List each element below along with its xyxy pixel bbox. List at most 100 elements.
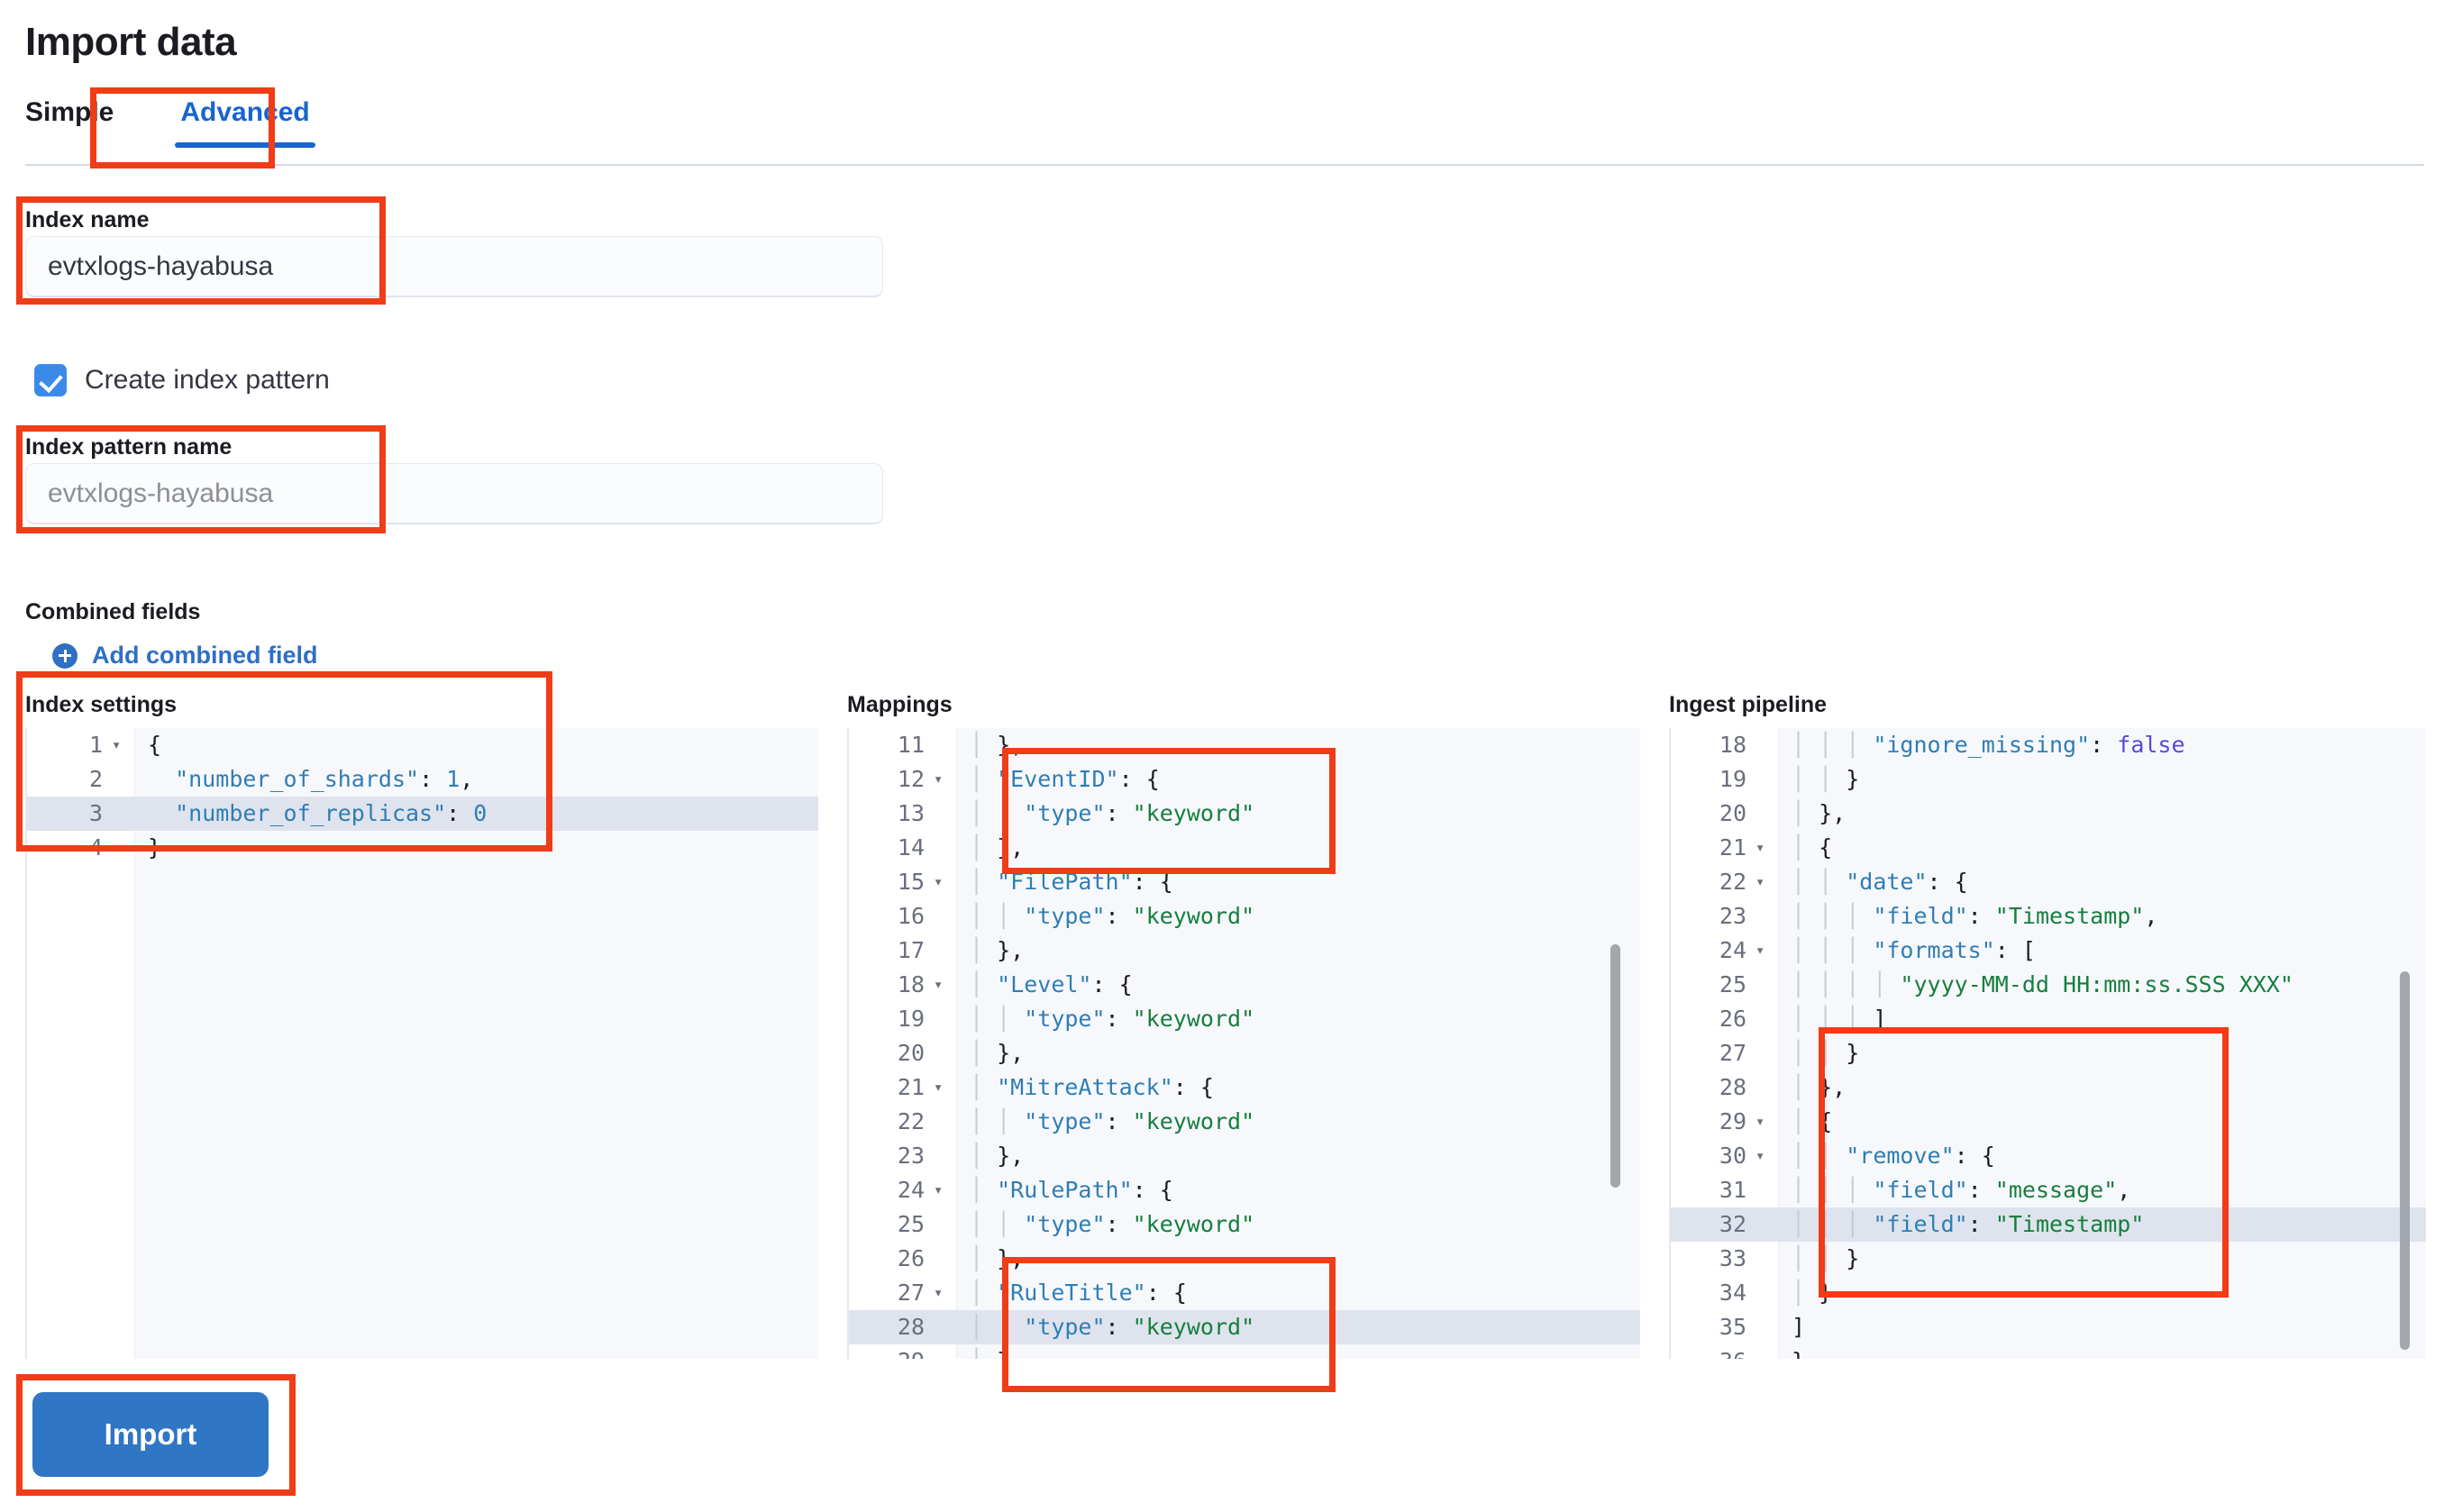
create-index-pattern-checkbox[interactable]: Create index pattern (34, 364, 330, 396)
code-line: 1▾{ (27, 728, 818, 762)
ingest-pipeline-editor[interactable]: 18│ │ │ "ignore_missing": false 19 │ │ } 20… (1669, 728, 2426, 1359)
tab-simple[interactable]: Simple (25, 97, 114, 127)
code-line: 33│ │ } (1671, 1242, 2426, 1276)
line-number: 35 (1719, 1314, 1746, 1340)
index-name-value: evtxlogs-hayabusa (48, 250, 274, 281)
code-line: 4} (27, 831, 818, 865)
fold-arrow-icon[interactable]: ▾ (934, 976, 944, 994)
code-text: "number_of_replicas": 0 (175, 800, 488, 826)
fold-arrow-icon[interactable]: ▾ (112, 736, 122, 754)
fold-arrow-icon[interactable]: ▾ (934, 1284, 944, 1302)
index-settings-editor[interactable]: 1▾{2 "number_of_shards": 1,3 "number_of_… (25, 728, 818, 1359)
code-text: │ │ "date": { (1792, 869, 1968, 895)
fold-arrow-icon[interactable]: ▾ (934, 1079, 944, 1097)
line-number: 29 (1719, 1108, 1746, 1134)
fold-arrow-icon[interactable]: ▾ (934, 770, 944, 788)
code-line: 23│ }, (849, 1139, 1640, 1173)
line-number: 4 (88, 834, 103, 861)
fold-arrow-icon[interactable]: ▾ (1755, 1113, 1765, 1131)
code-text: } (1779, 1344, 1805, 1359)
code-text: │ │ │ "field": "Timestamp" (1792, 1211, 2145, 1237)
add-combined-field-link[interactable]: Add combined field (52, 642, 318, 669)
line-number: 28 (897, 1314, 925, 1340)
import-button[interactable]: Import (32, 1392, 269, 1477)
code-text: { (148, 732, 162, 758)
line-number: 21 (1719, 834, 1746, 861)
code-line: 16│ │ "type": "keyword" (849, 899, 1640, 934)
fold-arrow-icon[interactable]: ▾ (1755, 839, 1765, 857)
line-number: 27 (897, 1280, 925, 1306)
mappings-editor[interactable]: 11│ },12▾│ "EventID": {13│ │ "type": "ke… (847, 728, 1640, 1359)
code-text: │ │ │ "ignore_missing": false (1792, 732, 2185, 758)
code-line: 34│ } (1671, 1276, 2426, 1310)
fold-arrow-icon[interactable]: ▾ (1755, 942, 1765, 960)
fold-arrow-icon[interactable]: ▾ (1755, 873, 1765, 891)
checkbox-checked-icon (34, 364, 67, 396)
code-line: 11 │ }, (849, 728, 1640, 762)
code-text: │ │ │ "field": "Timestamp", (1792, 903, 2158, 929)
line-number: 36 (1671, 1344, 1752, 1359)
code-line: 20│ }, (1671, 797, 2426, 831)
fold-arrow-icon[interactable]: ▾ (1755, 1147, 1765, 1165)
code-text: │ │ } (1792, 1245, 1860, 1271)
code-line: 28│ │ "type": "keyword" (849, 1310, 1640, 1344)
line-number: 11 (897, 732, 925, 758)
index-settings-title: Index settings (25, 692, 178, 717)
code-line: 19 │ │ } (1671, 762, 2426, 797)
code-text: │ │ "type": "keyword" (970, 1006, 1255, 1032)
code-line: 26│ │ │ ] (1671, 1002, 2426, 1036)
line-number: 2 (88, 766, 103, 792)
tab-divider (25, 164, 2424, 166)
code-line: 27│ │ } (1671, 1036, 2426, 1070)
code-text: │ "EventID": { (970, 766, 1160, 792)
tab-advanced[interactable]: Advanced (150, 97, 340, 148)
ingest-pipeline-vertical-scrollbar[interactable] (2400, 971, 2410, 1350)
line-number: 26 (1719, 1006, 1746, 1032)
code-text: } (148, 834, 162, 861)
mappings-vertical-scrollbar[interactable] (1610, 944, 1620, 1188)
code-text: │ { (1792, 1108, 1833, 1134)
create-index-pattern-label: Create index pattern (85, 365, 330, 395)
code-text: │ │ } (1792, 766, 1860, 792)
line-number: 19 (1719, 766, 1746, 792)
code-line: 19 │ │ "type": "keyword" (849, 1002, 1640, 1036)
code-line: 23│ │ │ "field": "Timestamp", (1671, 899, 2426, 934)
line-number: 22 (1719, 869, 1746, 895)
code-line: 28│ }, (1671, 1070, 2426, 1105)
line-number: 24 (897, 1177, 925, 1203)
line-number: 25 (897, 1211, 925, 1237)
index-pattern-name-placeholder: evtxlogs-hayabusa (48, 478, 274, 508)
code-line: 21▾│ { (1671, 831, 2426, 865)
code-line: 29 ▾ │ { (1671, 1105, 2426, 1139)
code-text: │ "RuleTitle": { (970, 1280, 1187, 1306)
line-number: 34 (1719, 1280, 1746, 1306)
code-lines: 11│ },12▾│ "EventID": {13│ │ "type": "ke… (849, 728, 1640, 1359)
ingest-pipeline-title: Ingest pipeline (1669, 692, 1828, 717)
line-number: 30 (1719, 1143, 1746, 1169)
line-number: 15 (897, 869, 925, 895)
code-text: "number_of_shards": 1, (175, 766, 474, 792)
gutter-background (1671, 728, 1779, 1359)
code-line: 22│ │ "type": "keyword" (849, 1105, 1640, 1139)
line-number: 23 (897, 1143, 925, 1169)
code-line: 30▾│ │ "remove": { (1671, 1139, 2426, 1173)
gutter-background (849, 728, 957, 1359)
fold-arrow-icon[interactable]: ▾ (934, 873, 944, 891)
code-text: │ }, (970, 834, 1025, 861)
fold-arrow-icon[interactable]: ▾ (934, 1181, 944, 1199)
line-number: 13 (897, 800, 925, 826)
code-line: 20│ }, (849, 1036, 1640, 1070)
code-text: │ }, (970, 732, 1025, 758)
add-combined-field-label: Add combined field (92, 642, 318, 669)
line-number: 20 (1719, 800, 1746, 826)
line-number: 19 (897, 1006, 925, 1032)
index-name-input[interactable]: evtxlogs-hayabusa (25, 236, 883, 297)
code-line: 14│ }, (849, 831, 1640, 865)
index-pattern-name-label: Index pattern name (25, 434, 233, 460)
code-line: 18▾│ "Level": { (849, 968, 1640, 1002)
index-pattern-name-input[interactable]: evtxlogs-hayabusa (25, 463, 883, 524)
code-text: │ }, (1792, 1074, 1847, 1100)
code-line: 2 "number_of_shards": 1, (27, 762, 818, 797)
code-line: 18│ │ │ "ignore_missing": false (1671, 728, 2426, 762)
